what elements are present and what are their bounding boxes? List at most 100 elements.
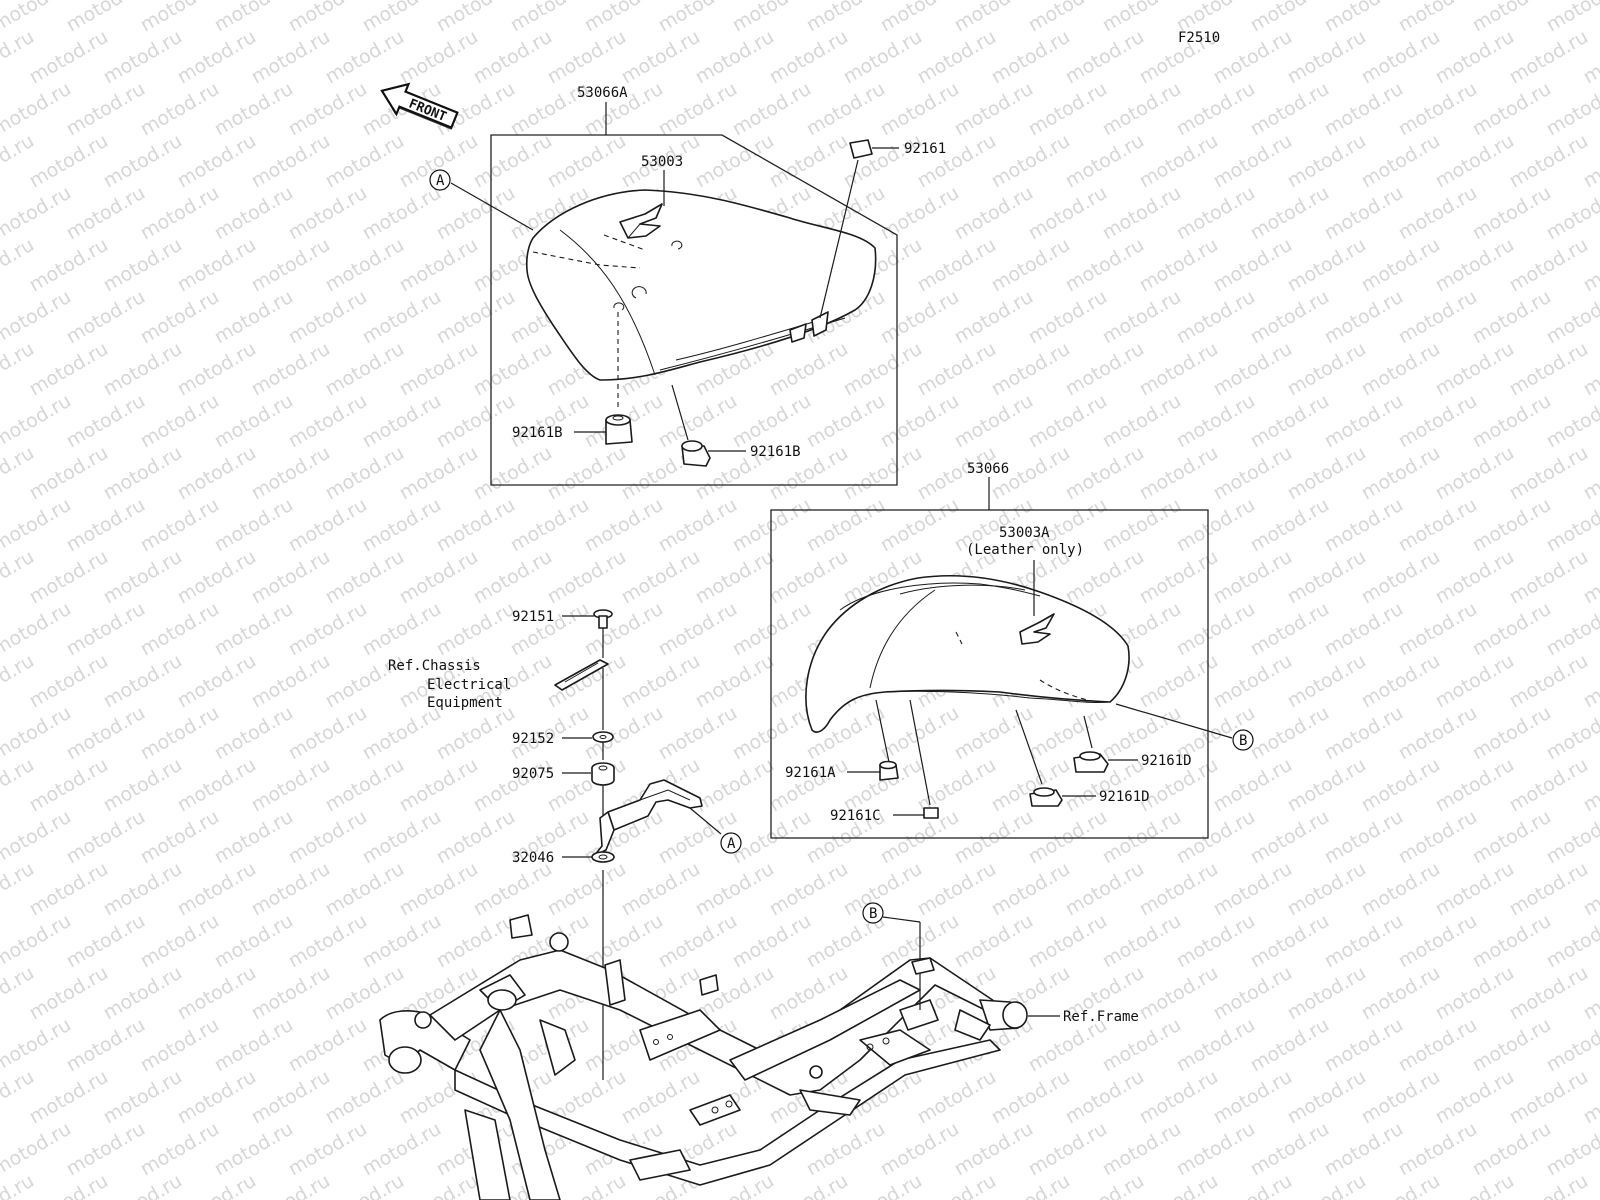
watermark: motod.ru <box>1210 754 1296 817</box>
watermark: motod.ru <box>1099 182 1185 245</box>
watermark: motod.ru <box>692 754 778 817</box>
watermark: motod.ru <box>100 442 186 505</box>
watermark: motod.ru <box>1506 650 1592 713</box>
damper-92161C <box>923 807 939 819</box>
watermark: motod.ru <box>1321 286 1407 349</box>
watermark: motod.ru <box>211 1118 297 1181</box>
watermark: motod.ru <box>1321 702 1407 765</box>
watermark: motod.ru <box>137 78 223 141</box>
watermark: motod.ru <box>100 650 186 713</box>
watermark: motod.ru <box>1247 1118 1333 1181</box>
watermark: motod.ru <box>581 598 667 661</box>
watermark: motod.ru <box>1136 858 1222 921</box>
watermark: motod.ru <box>1062 1066 1148 1129</box>
watermark: motod.ru <box>766 338 852 401</box>
watermark: motod.ru <box>1062 858 1148 921</box>
watermark: motod.ru <box>248 962 334 1025</box>
watermark: motod.ru <box>174 650 260 713</box>
watermark: motod.ru <box>1432 754 1518 817</box>
watermark: motod.ru <box>766 130 852 193</box>
watermark: motod.ru <box>914 338 1000 401</box>
watermark: motod.ru <box>1025 286 1111 349</box>
label-92152: 92152 <box>512 731 554 747</box>
watermark: motod.ru <box>137 182 223 245</box>
watermark: motod.ru <box>396 546 482 609</box>
watermark: motod.ru <box>1247 702 1333 765</box>
watermark: motod.ru <box>729 910 815 973</box>
watermark: motod.ru <box>988 858 1074 921</box>
watermark: motod.ru <box>137 1118 223 1181</box>
watermark: motod.ru <box>396 338 482 401</box>
watermark: motod.ru <box>618 858 704 921</box>
pillion-seat-group: 53066 53003A (Leather only) B 92161A 921… <box>770 461 1254 839</box>
watermark: motod.ru <box>1173 910 1259 973</box>
watermark: motod.ru <box>63 390 149 453</box>
watermark: motod.ru <box>396 26 482 89</box>
watermark: motod.ru <box>1099 390 1185 453</box>
watermark: motod.ru <box>26 442 112 505</box>
watermark: motod.ru <box>470 130 556 193</box>
watermark: motod.ru <box>803 494 889 557</box>
watermark: motod.ru <box>1210 650 1296 713</box>
watermark: motod.ru <box>100 26 186 89</box>
bumper-92161 <box>849 139 873 159</box>
hardware-stack: 92151 Ref.Chassis Electrical Equipment 9… <box>388 609 742 1080</box>
watermark: motod.ru <box>1506 1170 1592 1200</box>
watermark: motod.ru <box>174 442 260 505</box>
watermark: motod.ru <box>433 598 519 661</box>
watermark: motod.ru <box>1358 234 1444 297</box>
watermark: motod.ru <box>951 910 1037 973</box>
watermark: motod.ru <box>877 182 963 245</box>
label-92151: 92151 <box>512 609 554 625</box>
watermark: motod.ru <box>211 806 297 869</box>
watermark: motod.ru <box>137 494 223 557</box>
watermark: motod.ru <box>1358 1170 1444 1200</box>
watermark: motod.ru <box>63 598 149 661</box>
watermark: motod.ru <box>396 1170 482 1200</box>
watermark: motod.ru <box>1210 234 1296 297</box>
watermark: motod.ru <box>1321 910 1407 973</box>
watermark: motod.ru <box>174 1066 260 1129</box>
watermark: motod.ru <box>1247 286 1333 349</box>
watermark: motod.ru <box>1469 806 1555 869</box>
watermark: motod.ru <box>1210 442 1296 505</box>
watermark: motod.ru <box>1284 962 1370 1025</box>
watermark: motod.ru <box>322 546 408 609</box>
watermark: motod.ru <box>26 1066 112 1129</box>
watermark: motod.ru <box>1358 962 1444 1025</box>
watermark: motod.ru <box>359 806 445 869</box>
watermark: motod.ru <box>359 1118 445 1181</box>
label-92075: 92075 <box>512 766 554 782</box>
watermark: motod.ru <box>1136 1066 1222 1129</box>
watermark: motod.ru <box>1284 130 1370 193</box>
label-92161: 92161 <box>904 141 946 157</box>
electrical-strap <box>554 659 609 691</box>
watermark: motod.ru <box>396 234 482 297</box>
watermark: motod.ru <box>359 702 445 765</box>
watermark: motod.ru <box>988 754 1074 817</box>
watermark: motod.ru <box>581 494 667 557</box>
watermark: motod.ru <box>1321 494 1407 557</box>
watermark: motod.ru <box>359 598 445 661</box>
watermark: motod.ru <box>951 182 1037 245</box>
watermark: motod.ru <box>211 78 297 141</box>
watermark: motod.ru <box>1506 546 1592 609</box>
watermark: motod.ru <box>1358 338 1444 401</box>
watermark: motod.ru <box>544 26 630 89</box>
watermark: motod.ru <box>285 702 371 765</box>
watermark: motod.ru <box>174 1170 260 1200</box>
ref-chassis-line1: Ref.Chassis <box>388 658 481 674</box>
watermark: motod.ru <box>1506 754 1592 817</box>
watermark: motod.ru <box>174 26 260 89</box>
watermark: motod.ru <box>988 234 1074 297</box>
bracket-32046 <box>607 779 703 831</box>
watermark: motod.ru <box>692 546 778 609</box>
watermark: motod.ru <box>322 26 408 89</box>
watermark: motod.ru <box>1025 910 1111 973</box>
watermark: motod.ru <box>1136 130 1222 193</box>
watermark: motod.ru <box>507 494 593 557</box>
watermark: motod.ru <box>988 26 1074 89</box>
watermark: motod.ru <box>248 1066 334 1129</box>
watermark: motod.ru <box>729 598 815 661</box>
watermark: motod.ru <box>1173 182 1259 245</box>
